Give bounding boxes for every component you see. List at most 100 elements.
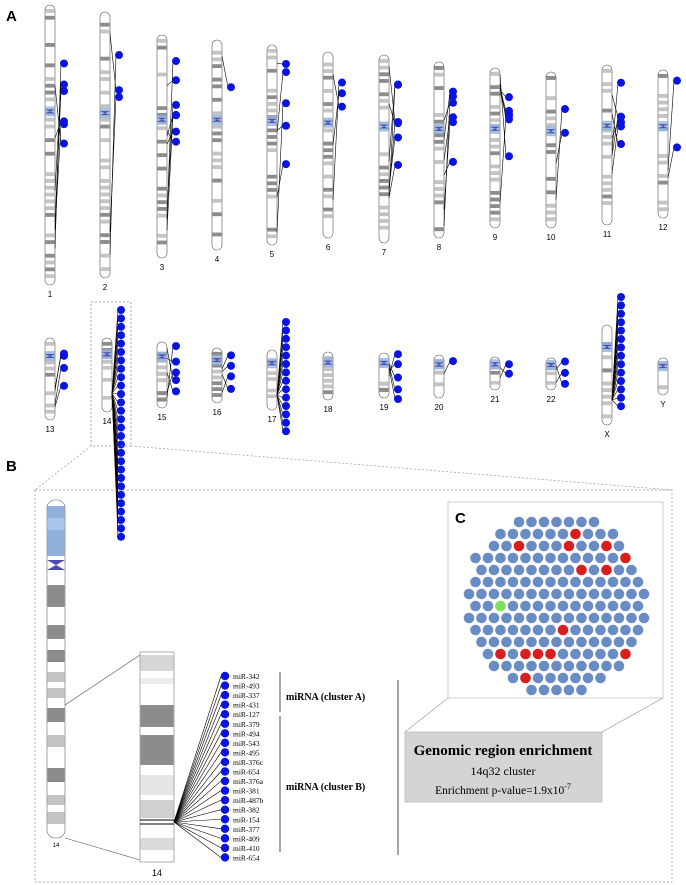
- network-node: [520, 624, 531, 636]
- network-node: [570, 600, 581, 612]
- band: [434, 370, 444, 375]
- band: [323, 128, 333, 133]
- band: [490, 105, 500, 109]
- network-node: [501, 636, 512, 648]
- mirna-connector: [443, 360, 451, 374]
- network-node: [626, 588, 637, 600]
- chromosome-label: 16: [213, 408, 222, 417]
- mirna-dot: [449, 357, 457, 366]
- mirna-connector: [276, 394, 284, 407]
- network-node: [495, 552, 506, 564]
- mirna-dot: [172, 368, 180, 377]
- band: [546, 150, 556, 154]
- mirna-dot: [505, 106, 513, 115]
- mirna-connector: [173, 761, 222, 823]
- band: [45, 267, 55, 272]
- centromere: [434, 362, 444, 367]
- mirna-connector: [611, 399, 619, 407]
- mirna-connector: [173, 809, 222, 823]
- mirna-dot: [227, 351, 235, 360]
- mirna-connector: [111, 360, 119, 394]
- band: [434, 200, 444, 205]
- network-node: [582, 552, 594, 564]
- network-node: [601, 540, 612, 552]
- network-node: [595, 648, 606, 660]
- mirna-connector: [332, 82, 340, 201]
- mirna-connector: [443, 122, 451, 210]
- mirna-dot: [60, 59, 68, 68]
- band: [490, 190, 500, 195]
- network-node: [607, 576, 619, 588]
- band: [379, 381, 389, 386]
- chr14-small-centromere: [47, 560, 65, 570]
- network-node: [563, 588, 575, 600]
- mirna-connector: [443, 117, 451, 161]
- band: [658, 174, 668, 178]
- band: [102, 378, 112, 382]
- band: [157, 186, 167, 191]
- mirna-dot: [505, 152, 513, 161]
- mirna-dot: [117, 331, 125, 340]
- chromosome-label: 14: [103, 417, 112, 426]
- enrichment-box: [404, 731, 603, 803]
- mirna-dot: [60, 349, 68, 358]
- mirna-dot: [117, 499, 125, 508]
- network-node: [520, 552, 531, 564]
- mirna-dot: [394, 360, 402, 369]
- band: [379, 79, 389, 83]
- network-node: [488, 564, 500, 576]
- band: [323, 69, 333, 73]
- network-node: [482, 552, 494, 564]
- mirna-connector: [173, 752, 222, 823]
- network-node: [551, 660, 562, 672]
- band: [212, 84, 222, 89]
- network-node: [538, 564, 550, 576]
- centromere: [157, 117, 167, 122]
- network-node: [520, 672, 531, 684]
- mirna-connector: [388, 66, 396, 123]
- band: [212, 178, 222, 183]
- network-node: [501, 564, 512, 576]
- mirna-dot: [117, 524, 125, 533]
- network-node: [482, 624, 494, 636]
- enrichment-cluster: 14q32 cluster: [471, 764, 536, 778]
- band: [212, 77, 222, 82]
- band: [45, 172, 55, 177]
- mirna-connector: [443, 102, 451, 121]
- mirna-dot: [172, 376, 180, 385]
- mirna-dot: [617, 78, 625, 87]
- band: [267, 234, 277, 239]
- enrichment-pvalue: Enrichment p-value=1.9x10-7: [435, 782, 571, 797]
- mirna-dot: [394, 160, 402, 169]
- band: [212, 124, 222, 129]
- band: [490, 111, 500, 116]
- band: [490, 85, 500, 90]
- mirna-connector: [221, 365, 229, 372]
- mirna-dot: [115, 51, 123, 60]
- chromosome-label: 3: [160, 263, 165, 272]
- band: [100, 199, 110, 204]
- chr14-small-label: 14: [53, 843, 60, 849]
- mirna-connector: [443, 91, 451, 140]
- chr14-small-band: [47, 735, 65, 747]
- chromosome-body: [601, 324, 613, 426]
- network-node: [513, 636, 525, 648]
- band: [45, 192, 55, 197]
- mirna-dot: [220, 843, 230, 853]
- mirna-dot: [673, 76, 681, 85]
- mirna-connector: [111, 393, 119, 411]
- band: [267, 394, 277, 399]
- network-node: [538, 684, 550, 696]
- band: [490, 217, 500, 222]
- mirna-dot: [282, 121, 290, 130]
- band: [267, 141, 277, 146]
- band: [658, 114, 668, 118]
- network-node: [626, 612, 637, 624]
- band: [45, 63, 55, 68]
- mirna-dot: [117, 490, 125, 499]
- chromosome-12: 12: [657, 69, 681, 232]
- network-node: [626, 564, 637, 576]
- network-node: [582, 528, 594, 540]
- band: [323, 378, 333, 383]
- mirna-connector: [54, 385, 62, 408]
